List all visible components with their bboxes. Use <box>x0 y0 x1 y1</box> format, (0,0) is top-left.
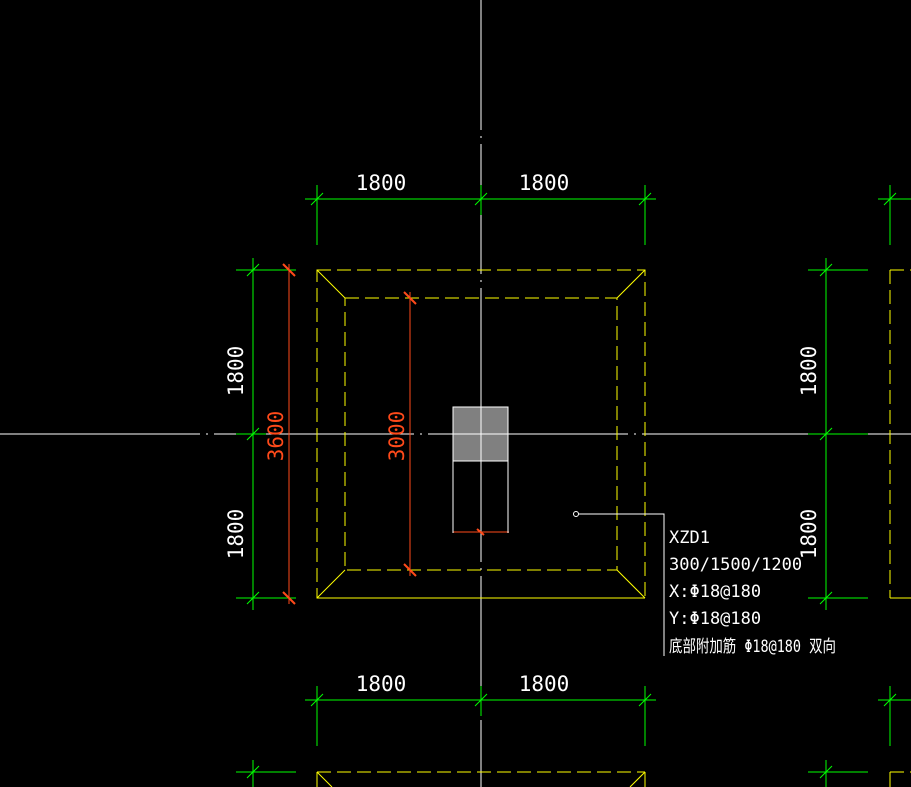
column[interactable] <box>452 406 509 533</box>
dimension-lines <box>236 185 911 787</box>
dim-left-upper: 1800 <box>224 346 248 397</box>
dim-right-upper: 1800 <box>797 346 821 397</box>
dim-red-inner: 3000 <box>385 411 409 462</box>
red-dimensions <box>282 263 509 605</box>
footing-x-rebar: X:Φ18@180 <box>669 582 761 602</box>
footing-extra-rebar: 底部附加筋 Φ18@180 双向 <box>669 637 836 657</box>
footing-annotation[interactable]: XZD1 300/1500/1200 X:Φ18@180 Y:Φ18@180 底… <box>573 511 837 658</box>
dim-red-outer: 3600 <box>264 411 288 462</box>
dim-top-right: 1800 <box>519 171 570 195</box>
dim-bottom-left: 1800 <box>356 672 407 696</box>
footing-y-rebar: Y:Φ18@180 <box>669 609 761 629</box>
dim-right-lower: 1800 <box>797 509 821 560</box>
dim-left-lower: 1800 <box>224 509 248 560</box>
leader-line <box>578 513 665 656</box>
dim-bottom-right: 1800 <box>519 672 570 696</box>
footing-inner-outline <box>344 297 618 571</box>
footing-size: 300/1500/1200 <box>669 555 802 575</box>
dimension-labels: 1800 1800 1800 1800 1800 1800 1800 1800 … <box>224 171 821 696</box>
footing-name: XZD1 <box>669 528 710 548</box>
dim-top-left: 1800 <box>356 171 407 195</box>
footing-outline[interactable] <box>316 269 911 787</box>
